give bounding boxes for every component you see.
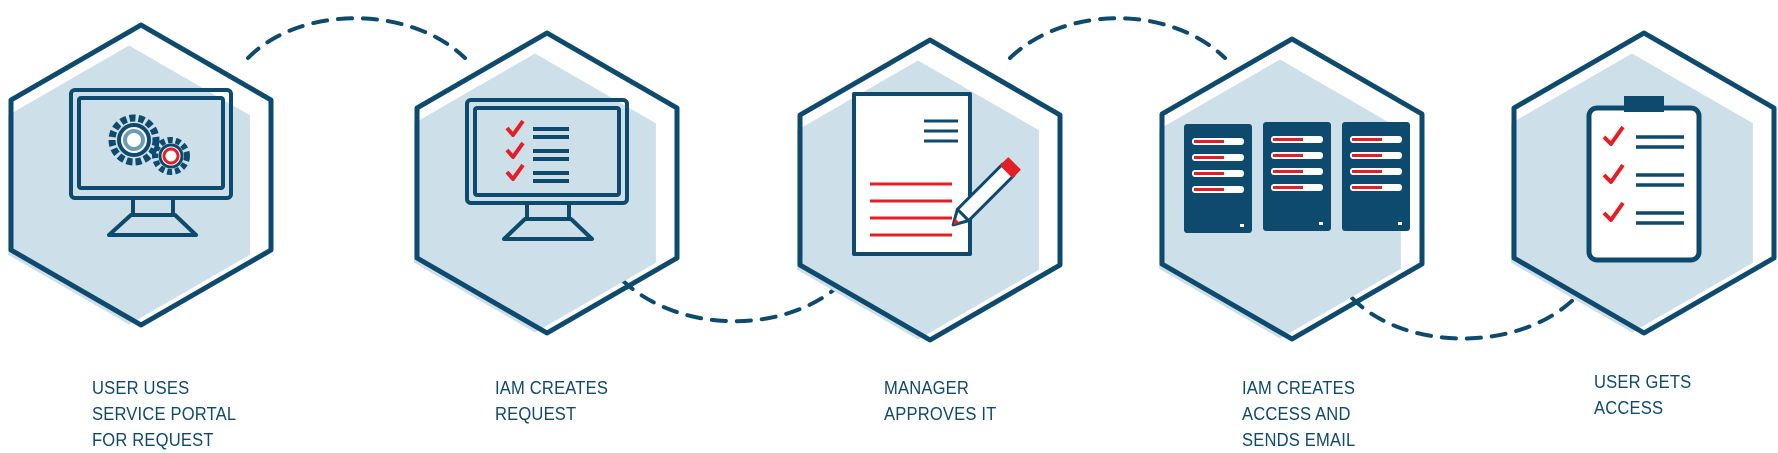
step-3-label: MANAGER APPROVES IT <box>884 375 996 427</box>
step-5-label-line-2: ACCESS <box>1594 398 1664 418</box>
clipboard-checklist-icon <box>1586 96 1702 263</box>
server-3 <box>1342 122 1410 231</box>
hexagon-outline <box>414 30 680 336</box>
step-1-hexagon <box>8 22 274 328</box>
hexagon-shadow <box>8 45 250 325</box>
server-1 <box>1184 124 1252 233</box>
connector-1-2 <box>246 16 467 60</box>
connector-2-3 <box>620 278 847 324</box>
monitor-checklist-icon <box>465 98 629 241</box>
connector-4-5 <box>1350 296 1577 341</box>
step-4-label-line-2: ACCESS AND <box>1242 404 1351 424</box>
hexagon-outline <box>8 22 274 328</box>
hexagon-outline <box>1511 30 1777 336</box>
step-1-label-line-3: FOR REQUEST <box>92 430 214 450</box>
hexagon-outline <box>1159 36 1425 342</box>
step-2-hexagon <box>414 30 680 336</box>
step-5-label-line-1: USER GETS <box>1594 372 1692 392</box>
step-2-label-line-1: IAM CREATES <box>495 378 609 398</box>
servers-icon <box>1184 122 1410 233</box>
document-pen-icon <box>852 92 1021 256</box>
step-2-label-line-2: REQUEST <box>495 404 577 424</box>
step-1-label-line-1: USER USES <box>92 378 190 398</box>
step-3-label-line-2: APPROVES IT <box>884 404 997 424</box>
hexagon-outline <box>797 37 1063 343</box>
connectors <box>246 16 1577 341</box>
step-5-label: USER GETS ACCESS <box>1594 369 1691 421</box>
step-4-label-line-1: IAM CREATES <box>1242 378 1356 398</box>
step-4-hexagon <box>1159 36 1425 342</box>
step-4-label-line-3: SENDS EMAIL <box>1242 430 1356 450</box>
monitor-gears-icon <box>69 88 233 237</box>
step-2-label: IAM CREATES REQUEST <box>495 375 608 427</box>
connector-3-4 <box>1008 16 1227 60</box>
step-1-label-line-2: SERVICE PORTAL <box>92 404 237 424</box>
step-5-hexagon <box>1511 30 1777 336</box>
step-3-hexagon <box>797 37 1063 343</box>
step-3-label-line-1: MANAGER <box>884 378 970 398</box>
server-2 <box>1263 122 1331 231</box>
step-4-label: IAM CREATES ACCESS AND SENDS EMAIL <box>1242 375 1355 453</box>
step-1-label: USER USES SERVICE PORTAL FOR REQUEST <box>92 375 236 453</box>
